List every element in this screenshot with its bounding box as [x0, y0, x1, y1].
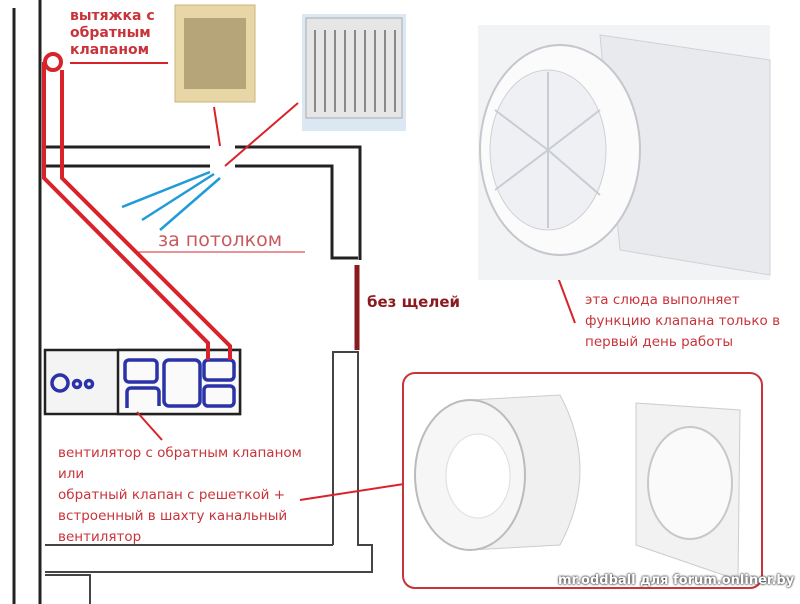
exhaust-duct [42, 52, 232, 360]
airflow-lines [121, 170, 221, 231]
note-line: функцию клапана только в [585, 313, 781, 329]
fan-note: вентилятор с обратным клапаном или обрат… [58, 443, 302, 548]
exhaust-valve-label: вытяжка с обратным клапаном [70, 8, 155, 59]
walls [12, 0, 373, 604]
note-line: или [58, 466, 85, 482]
note-line: обратный клапан с решеткой + [58, 487, 286, 503]
no-gaps-label: без щелей [367, 293, 461, 311]
wall-fan-photo [478, 25, 771, 280]
metal-grille-image [302, 14, 406, 131]
watermark: mr.oddball для forum.onliner.by [558, 573, 795, 588]
note-line: вентилятор с обратным клапаном [58, 445, 302, 461]
above-ceiling-label: за потолком [158, 229, 283, 251]
beige-grille-image [174, 4, 256, 103]
label-line: клапаном [70, 42, 150, 58]
note-line: эта слюда выполняет [585, 292, 740, 308]
label-line: вытяжка с [70, 8, 155, 24]
label-line: обратным [70, 25, 151, 41]
check-valve-photo [635, 402, 741, 581]
duct-fan-photo [414, 394, 581, 551]
note-line: встроенный в шахту канальный [58, 508, 288, 524]
fan-unit-symbol [50, 358, 236, 408]
note-line: вентилятор [58, 529, 142, 545]
mica-note: эта слюда выполняет функцию клапана толь… [585, 290, 780, 353]
note-line: первый день работы [585, 334, 734, 350]
